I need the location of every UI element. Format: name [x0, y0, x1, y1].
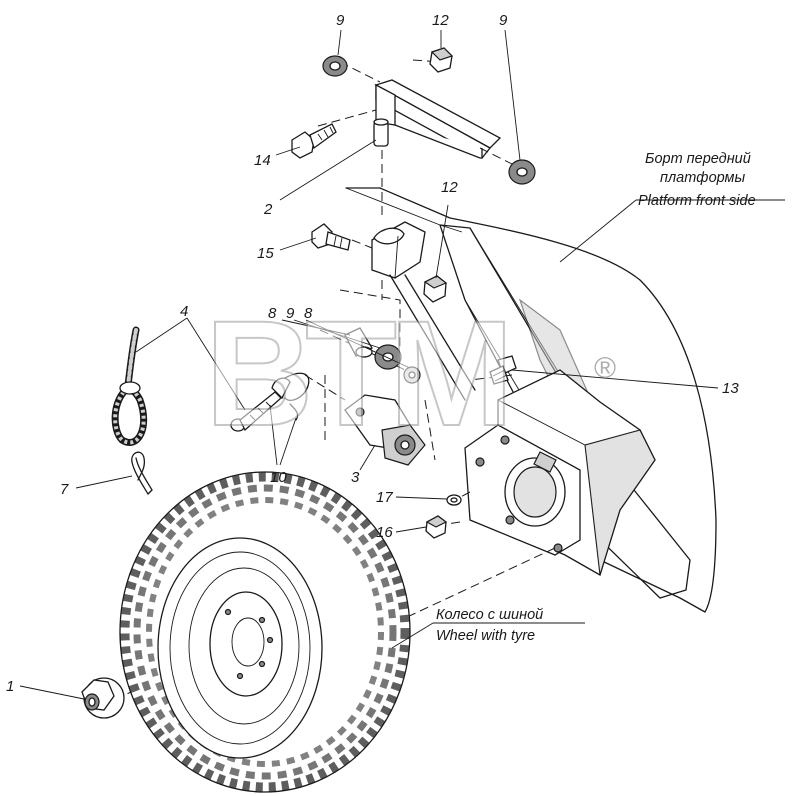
callout-12-top: 12	[432, 12, 449, 29]
callout-4: 4	[180, 303, 188, 320]
wheel-bracket-plate	[464, 369, 656, 576]
pin-10	[230, 372, 310, 432]
callout-13: 13	[722, 380, 739, 397]
callout-15: 15	[257, 245, 274, 262]
hook-7	[131, 451, 153, 495]
caption-platform-ru-line1: Борт передний	[645, 151, 751, 167]
callout-14: 14	[254, 152, 271, 169]
callout-7: 7	[60, 481, 69, 498]
nut-12-middle	[423, 275, 448, 303]
callout-9-middle: 9	[286, 305, 295, 322]
bolt-13	[489, 355, 517, 385]
callout-2: 2	[263, 201, 273, 218]
caption-wheel-ru: Колесо с шиной	[436, 607, 543, 623]
nut-16	[425, 515, 448, 539]
callout-8-left: 8	[268, 305, 277, 322]
bolt-14	[291, 123, 337, 159]
wheel-with-tyre	[119, 471, 411, 793]
sleeve-bracket	[371, 221, 476, 401]
callout-8-right: 8	[304, 305, 313, 322]
callout-9-top-right: 9	[499, 12, 508, 29]
caption-platform-en: Platform front side	[638, 193, 756, 209]
callout-9-top-left: 9	[336, 12, 345, 29]
leader-lines	[19, 29, 785, 700]
nut-9-top-left	[322, 55, 348, 77]
bushing-8-left	[344, 327, 373, 358]
holder-bar	[373, 79, 502, 159]
callout-10: 10	[270, 469, 287, 486]
wheel-nut-1	[81, 677, 125, 719]
callout-16: 16	[376, 524, 393, 541]
watermark-logo: BTM	[205, 289, 506, 457]
watermark-registered-mark: ®	[594, 352, 616, 385]
rope-4	[111, 326, 148, 446]
nut-9-top-right	[508, 159, 536, 185]
nut-12-top	[429, 47, 454, 73]
clamp-assembly-part-3	[344, 394, 426, 466]
callout-3: 3	[351, 469, 360, 486]
callout-1: 1	[6, 678, 14, 695]
caption-wheel-en: Wheel with tyre	[436, 628, 535, 644]
callout-12-middle: 12	[441, 179, 458, 196]
callout-17: 17	[376, 489, 393, 506]
nut-9-middle	[374, 344, 402, 370]
washer-17	[446, 494, 462, 506]
bolt-15	[311, 223, 351, 251]
bushing-8-right	[403, 366, 421, 384]
caption-platform-ru-line2: платформы	[660, 170, 745, 186]
